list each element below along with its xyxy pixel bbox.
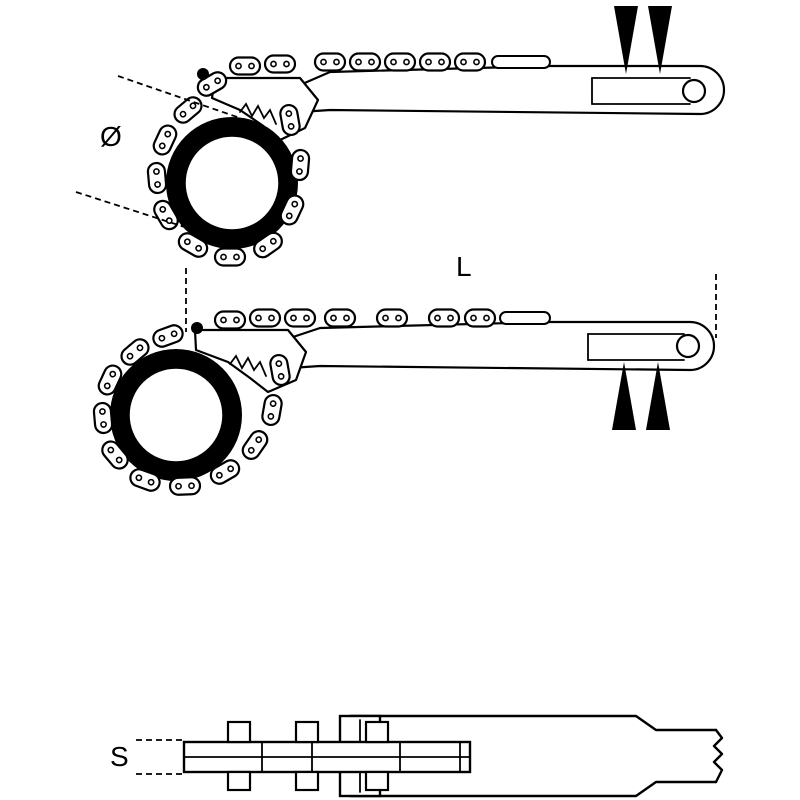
side-view-break: [712, 728, 724, 784]
diameter-line-lower: [75, 191, 201, 233]
middle-chain-end-tab: [499, 311, 551, 325]
diameter-label: Ø: [100, 121, 122, 152]
middle-wrench-handle: [288, 320, 716, 372]
side-view-handle: [348, 714, 718, 732]
side-view-pin-1-bottom: [226, 770, 252, 792]
length-dimension: L: [185, 251, 717, 338]
top-handle-hole: [681, 78, 707, 104]
side-view-pin-2-top: [294, 720, 320, 744]
top-pivot-pin: [197, 68, 209, 80]
middle-chain-run: [213, 308, 497, 330]
side-view-pin-3-bottom: [364, 770, 390, 792]
top-wrench: Ø: [75, 6, 726, 267]
thickness-label: S: [110, 741, 129, 772]
side-view-pin-2-bottom: [294, 770, 320, 792]
top-force-arrows: [614, 6, 672, 74]
middle-pivot-pin: [191, 322, 203, 334]
diameter-line-upper: [117, 75, 241, 119]
middle-wrench: [92, 308, 716, 497]
side-view-pin-1-top: [226, 720, 252, 744]
side-view-pin-3-top: [364, 720, 390, 744]
side-view: S: [110, 714, 724, 798]
top-wrench-handle: [298, 64, 726, 116]
middle-handle-hole: [675, 333, 701, 359]
length-label: L: [456, 251, 472, 282]
middle-force-arrows: [612, 362, 670, 430]
top-chain-end-tab: [491, 55, 551, 69]
